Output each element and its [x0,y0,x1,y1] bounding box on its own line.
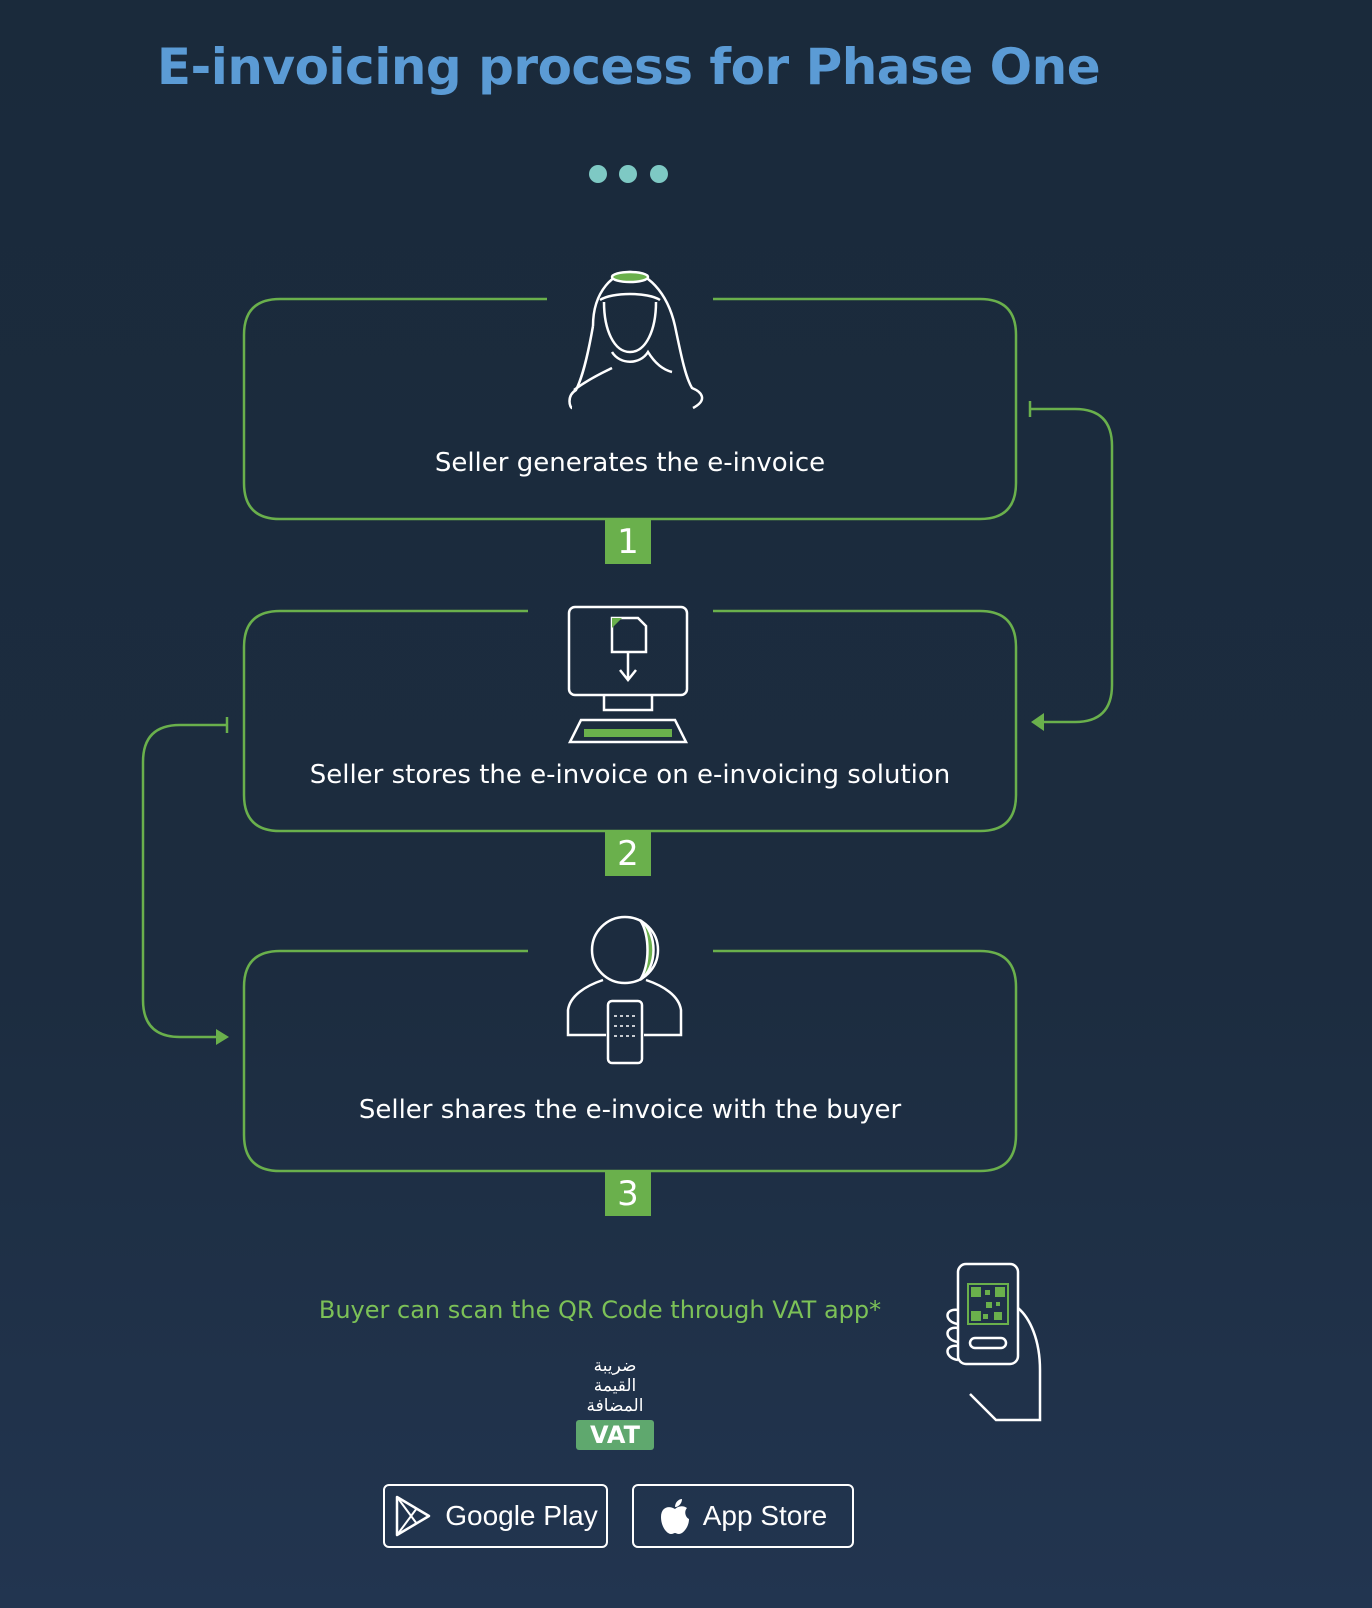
connector-arrow-left [141,717,229,1039]
step-3-number: 3 [605,1172,651,1216]
app-store-button[interactable]: App Store [632,1484,854,1548]
vat-logo-arabic-line: القيمة [593,1376,637,1396]
app-store-label: App Store [702,1500,828,1531]
step-2-box [242,609,1018,833]
step-3-label: Seller shares the e-invoice with the buy… [358,1095,902,1125]
step-1-number: 1 [605,520,651,564]
step-1-label: Seller generates the e-invoice [434,448,826,478]
vat-logo-arabic-line: ضريبة [593,1356,637,1376]
google-play-label: Google Play [445,1500,598,1531]
vat-logo-text: VAT [576,1420,654,1450]
hand-phone-qr-icon [946,1262,1042,1422]
vat-app-logo: ضريبة القيمة المضافة VAT [570,1356,660,1450]
pagination-dot [650,165,668,183]
pagination-dot [589,165,607,183]
step-2-number: 2 [605,832,651,876]
step-2-label: Seller stores the e-invoice on e-invoici… [309,760,951,790]
computer-icon [567,605,689,744]
step-1-box [242,297,1018,521]
page-title: E-invoicing process for Phase One [156,38,1101,96]
step-3-box [242,949,1018,1173]
seller-avatar-icon [568,270,704,410]
apple-icon [660,1499,689,1534]
vat-logo-arabic-line: المضافة [586,1396,644,1416]
google-play-button[interactable]: Google Play [383,1484,608,1548]
pagination-dot [619,165,637,183]
person-with-phone-icon [566,915,683,1065]
qr-caption: Buyer can scan the QR Code through VAT a… [318,1296,882,1324]
connector-arrow-right [1028,401,1114,724]
google-play-icon [395,1495,431,1537]
